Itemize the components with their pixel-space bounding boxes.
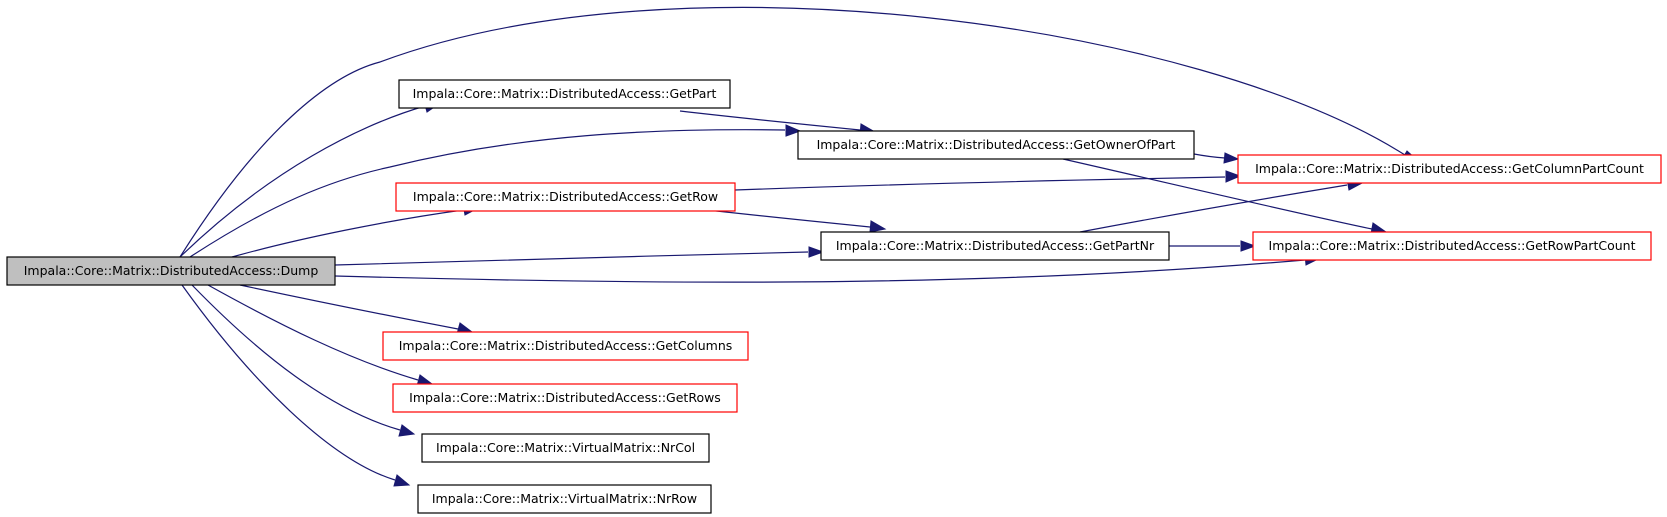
- node-getpartnr-label: Impala::Core::Matrix::DistributedAccess:…: [836, 238, 1155, 253]
- node-dump[interactable]: Impala::Core::Matrix::DistributedAccess:…: [6, 256, 336, 286]
- node-nrrow[interactable]: Impala::Core::Matrix::VirtualMatrix::NrR…: [417, 484, 712, 514]
- node-getownerofpart-label: Impala::Core::Matrix::DistributedAccess:…: [817, 137, 1176, 152]
- edges-layer: [179, 6, 1419, 487]
- node-getrow[interactable]: Impala::Core::Matrix::DistributedAccess:…: [395, 182, 736, 212]
- node-getpart-label: Impala::Core::Matrix::DistributedAccess:…: [413, 86, 717, 101]
- node-nrcol[interactable]: Impala::Core::Matrix::VirtualMatrix::NrC…: [421, 433, 710, 463]
- node-nrrow-label: Impala::Core::Matrix::VirtualMatrix::NrR…: [432, 491, 697, 506]
- edge-getpartnr-to-getcolumnpartcount: [1079, 178, 1364, 233]
- edge-dump-to-getownerofpart: [189, 124, 802, 258]
- node-getcolumnpartcount-label: Impala::Core::Matrix::DistributedAccess:…: [1255, 161, 1644, 176]
- edge-getpartnr-to-getrowpartcount: [1168, 240, 1257, 252]
- node-getcolumnpartcount[interactable]: Impala::Core::Matrix::DistributedAccess:…: [1237, 154, 1662, 184]
- edge-dump-to-getcolumns: [239, 284, 474, 335]
- node-getpartnr[interactable]: Impala::Core::Matrix::DistributedAccess:…: [820, 231, 1170, 261]
- edge-dump-to-getpartnr: [334, 246, 825, 266]
- edge-getrow-to-getpartnr: [689, 207, 887, 233]
- node-getrows-label: Impala::Core::Matrix::DistributedAccess:…: [409, 390, 721, 405]
- node-getrowpartcount-label: Impala::Core::Matrix::DistributedAccess:…: [1269, 238, 1636, 253]
- node-getpart[interactable]: Impala::Core::Matrix::DistributedAccess:…: [398, 79, 731, 109]
- edge-getrow-to-getcolumnpartcount: [734, 170, 1242, 191]
- node-nrcol-label: Impala::Core::Matrix::VirtualMatrix::NrC…: [436, 440, 695, 455]
- edge-dump-to-nrrow: [181, 284, 411, 487]
- node-getcolumns[interactable]: Impala::Core::Matrix::DistributedAccess:…: [382, 331, 749, 361]
- node-getownerofpart[interactable]: Impala::Core::Matrix::DistributedAccess:…: [797, 130, 1195, 160]
- edge-dump-to-getrow: [231, 203, 480, 258]
- edge-getownerofpart-to-getcolumnpartcount: [1193, 152, 1240, 164]
- node-getcolumns-label: Impala::Core::Matrix::DistributedAccess:…: [399, 338, 733, 353]
- node-getrowpartcount[interactable]: Impala::Core::Matrix::DistributedAccess:…: [1252, 231, 1652, 261]
- node-getrows[interactable]: Impala::Core::Matrix::DistributedAccess:…: [392, 383, 738, 413]
- edge-dump-to-getpart: [179, 100, 442, 258]
- edge-dump-to-nrcol: [191, 284, 416, 437]
- node-getrow-label: Impala::Core::Matrix::DistributedAccess:…: [413, 189, 718, 204]
- node-dump-label: Impala::Core::Matrix::DistributedAccess:…: [24, 263, 319, 278]
- nodes-layer: Impala::Core::Matrix::DistributedAccess:…: [6, 79, 1662, 514]
